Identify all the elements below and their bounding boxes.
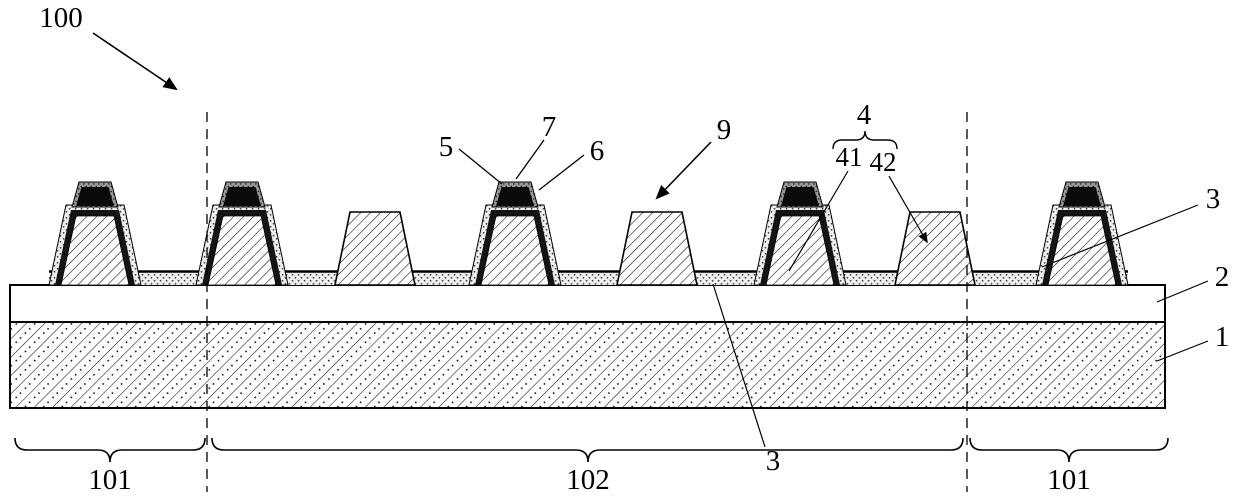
leader-line-41 [788, 170, 849, 272]
leader-line-3-right [1041, 204, 1199, 268]
region-brace-center [211, 437, 964, 463]
leader-line-5 [458, 148, 503, 185]
label-region-102: 102 [566, 464, 610, 496]
label-5: 5 [439, 131, 454, 163]
region-brace-right [969, 437, 1169, 463]
mesa-plain-1 [334, 211, 416, 286]
callout-4-brace [832, 130, 898, 150]
label-42: 42 [870, 147, 897, 177]
label-41: 41 [836, 142, 863, 172]
label-3-bottom: 3 [766, 445, 781, 477]
mesa-capped-1 [48, 181, 142, 286]
label-4: 4 [857, 99, 872, 131]
substrate-layer-1 [9, 321, 1166, 409]
mesa-plain-2 [616, 211, 698, 286]
mesa-capped-3 [468, 181, 562, 286]
leader-line-2 [1156, 280, 1209, 303]
mesa-capped-5 [1035, 181, 1129, 286]
label-region-101-right: 101 [1047, 464, 1091, 496]
label-3-right: 3 [1206, 183, 1221, 215]
leader-line-7 [515, 139, 545, 180]
mesa-plain-3 [894, 211, 976, 286]
leader-line-1 [1156, 340, 1209, 362]
label-1: 1 [1215, 321, 1230, 353]
buffer-layer-2 [9, 284, 1166, 323]
leader-line-3-bottom [712, 283, 766, 448]
label-100: 100 [39, 2, 83, 34]
region-brace-left [14, 437, 206, 463]
label-region-101-left: 101 [88, 464, 132, 496]
leader-arrow-9 [655, 141, 712, 200]
coating-strip-stipple [49, 272, 1128, 285]
label-2: 2 [1215, 261, 1230, 293]
label-9: 9 [717, 114, 732, 146]
leader-arrow-42 [888, 175, 928, 244]
label-7: 7 [542, 111, 557, 143]
label-6: 6 [590, 135, 605, 167]
leader-arrow-100 [92, 32, 178, 91]
mesa-capped-2 [195, 181, 289, 286]
leader-line-6 [538, 154, 585, 191]
